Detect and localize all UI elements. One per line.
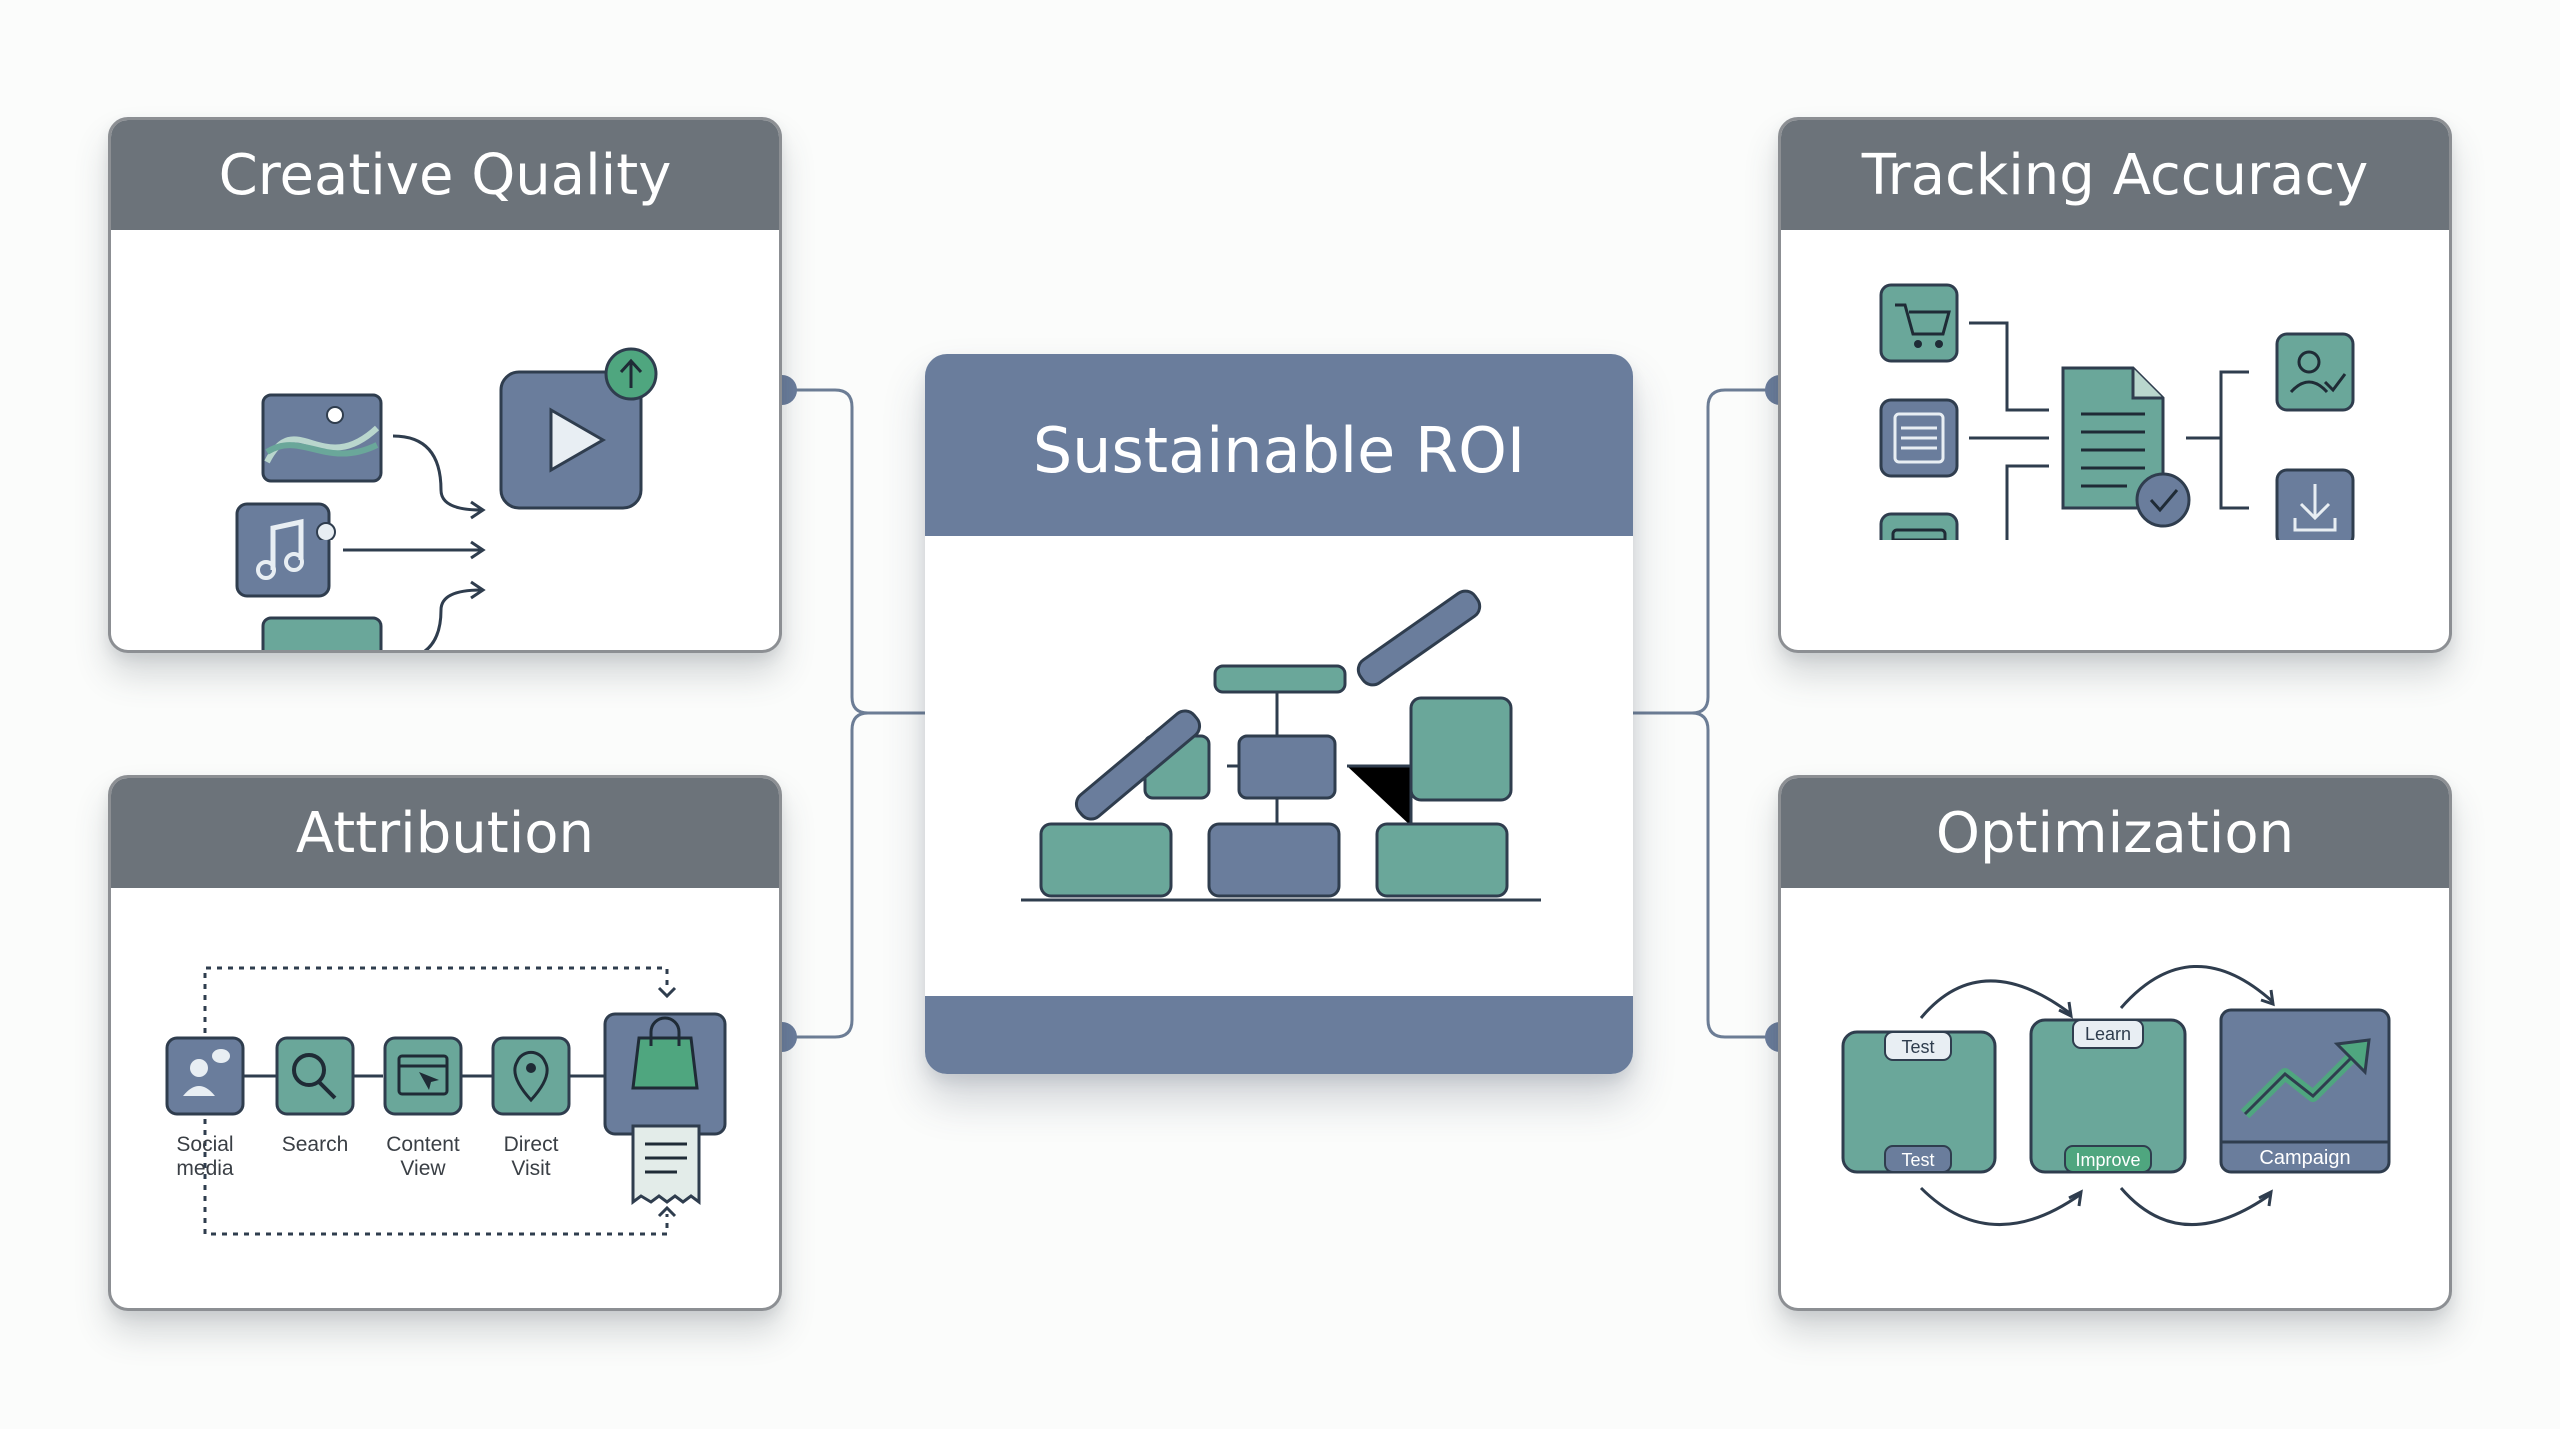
shopping-cart-icon [1879,283,1959,363]
attribution-card: Attribution [108,775,782,1311]
optimization-title: Optimization [1781,778,2449,888]
roi-illustration-area [929,536,1629,996]
test-box: Test Test [1841,1030,1997,1174]
step-label: View [400,1157,446,1180]
creative-quality-card: Creative Quality [108,117,782,653]
center-footer-band [925,996,1633,1074]
social-media-icon [165,1036,245,1116]
connector-creative-quality [782,388,925,715]
tracking-accuracy-card: Tracking Accuracy [1778,117,2452,653]
step-label: Search [282,1133,349,1156]
optimization-illustration: Test Test Learn Improve Campaign [1841,965,2391,1226]
creative-quality-illustration-overlay [316,347,658,540]
connector-attribution [782,711,925,1039]
slant-bar [1356,589,1482,687]
block [1207,822,1341,898]
user-verified-icon [2275,332,2355,412]
campaign-box: Campaign [2219,1008,2391,1174]
box-label: Test [1901,1150,1934,1170]
optimization-card: Optimization Test Test Learn Improv [1778,775,2452,1311]
sustainable-roi-card: Sustainable ROI [925,354,1633,1074]
step-label: Direct [504,1133,559,1156]
block [1375,822,1509,898]
upload-arrow-icon [604,347,658,401]
checkmark-badge-icon [2135,472,2191,528]
connector-optimization [1633,711,1780,1039]
box-label: Improve [2075,1150,2140,1170]
tracking-accuracy-illustration [1879,283,2355,540]
browser-click-icon [1879,512,1959,540]
receipt-icon [631,1124,701,1205]
creative-quality-illustration [235,393,486,650]
block [1409,696,1513,802]
list-window-icon [1879,398,1959,478]
shopping-bag-icon [603,1012,727,1136]
location-pin-icon [491,1036,571,1116]
step-label: Visit [511,1157,550,1180]
roi-blocks-illustration [1021,589,1541,902]
sustainable-roi-title: Sustainable ROI [925,354,1633,536]
landscape-image-icon [261,616,383,650]
attribution-illustration: Social media Search Content View Direct … [165,966,727,1236]
bar-block [1213,664,1347,694]
document-icon [2061,366,2165,510]
creative-quality-title: Creative Quality [111,120,779,230]
content-view-icon [383,1036,463,1116]
block [1039,822,1173,898]
step-label: media [176,1157,234,1180]
music-note-icon [235,502,331,598]
video-play-icon [499,370,643,510]
box-label: Test [1901,1037,1934,1057]
step-label: Content [386,1133,460,1156]
learn-box: Learn Improve [2029,1018,2187,1174]
tracking-accuracy-title: Tracking Accuracy [1781,120,2449,230]
box-label: Campaign [2259,1147,2350,1169]
attribution-title: Attribution [111,778,779,888]
slant-bar [1074,709,1202,821]
step-label: Social [176,1133,233,1156]
block [1237,734,1337,800]
search-icon [275,1036,355,1116]
chart-image-icon [261,393,383,483]
box-label: Learn [2085,1024,2131,1044]
connector-tracking-accuracy [1633,388,1780,715]
download-icon [2275,468,2355,540]
